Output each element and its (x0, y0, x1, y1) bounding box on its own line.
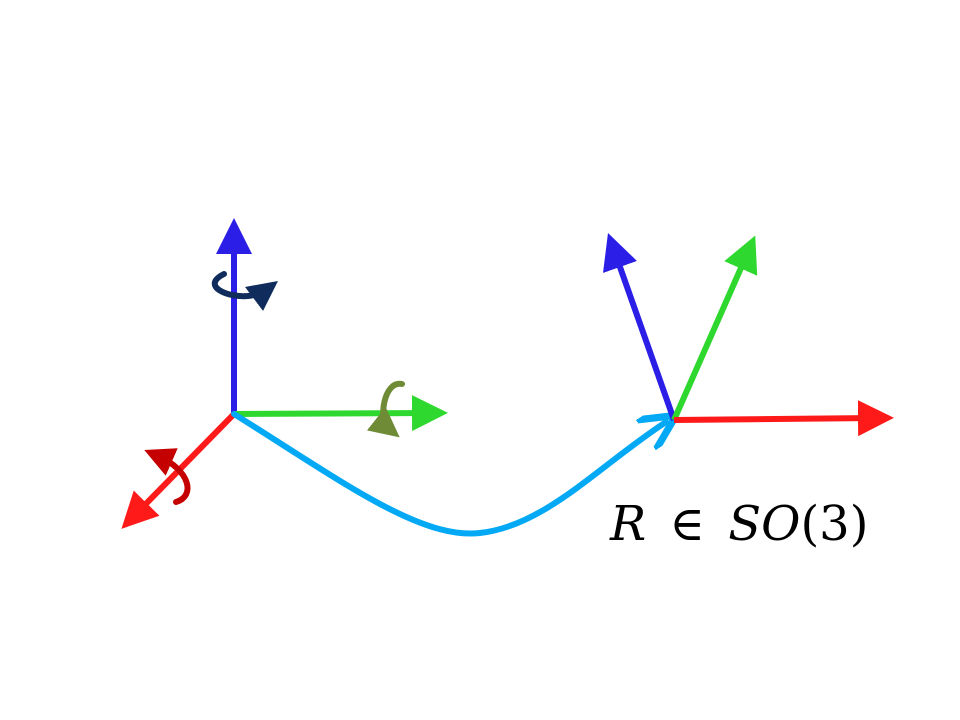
label-group: SO (728, 496, 800, 552)
rotation-group-label: R ∈ SO(3) (609, 496, 868, 552)
label-symbol: R (609, 496, 646, 552)
label-relation: ∈ (669, 496, 705, 552)
label-open-paren: ( (800, 496, 819, 552)
reference-x-axis (121, 411, 237, 529)
rotation-z-icon (212, 271, 279, 311)
rotated-z-axis (603, 233, 677, 421)
reference-y-axis (233, 395, 448, 432)
label-close-paren: ) (850, 496, 869, 552)
rotated-x-axis (673, 400, 894, 437)
rotated-y-axis (671, 235, 758, 422)
reference-frame (121, 218, 448, 529)
rotated-frame (603, 233, 894, 437)
transformation-path (231, 411, 666, 537)
rotation-y-icon (366, 380, 405, 438)
rotation-x-icon (144, 448, 191, 505)
label-dimension: 3 (819, 496, 850, 552)
